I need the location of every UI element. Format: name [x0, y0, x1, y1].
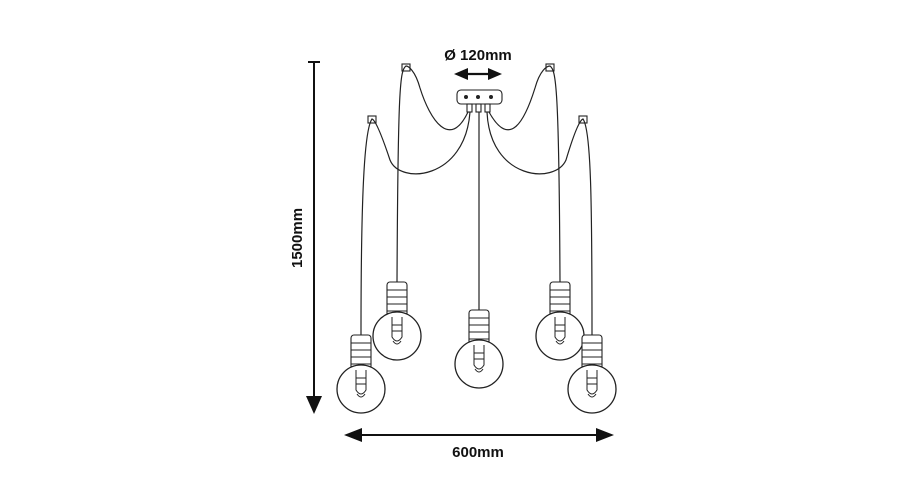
ceiling-canopy — [456, 89, 503, 113]
height-dimension-arrow — [306, 396, 322, 414]
width-dimension-right-arrow — [596, 428, 614, 442]
height-dimension: 1500mm — [289, 61, 322, 414]
cables — [360, 65, 593, 336]
canopy-diameter-dimension: Ø 120mm — [444, 47, 512, 80]
pendant-bulbs — [336, 281, 617, 414]
width-dimension-left-arrow — [344, 428, 362, 442]
pendant-bulb-2 — [372, 281, 422, 361]
canopy-dimension-right-arrow — [488, 68, 502, 80]
width-dimension: 600mm — [344, 428, 614, 461]
height-label: 1500mm — [289, 208, 306, 268]
canopy-dimension-left-arrow — [454, 68, 468, 80]
canopy-diameter-label: Ø 120mm — [444, 47, 512, 64]
pendant-bulb-4 — [535, 281, 585, 361]
width-label: 600mm — [452, 444, 504, 461]
pendant-bulb-3 — [454, 309, 504, 389]
pendant-bulb-5 — [567, 334, 617, 414]
pendant-bulb-1 — [336, 334, 386, 414]
